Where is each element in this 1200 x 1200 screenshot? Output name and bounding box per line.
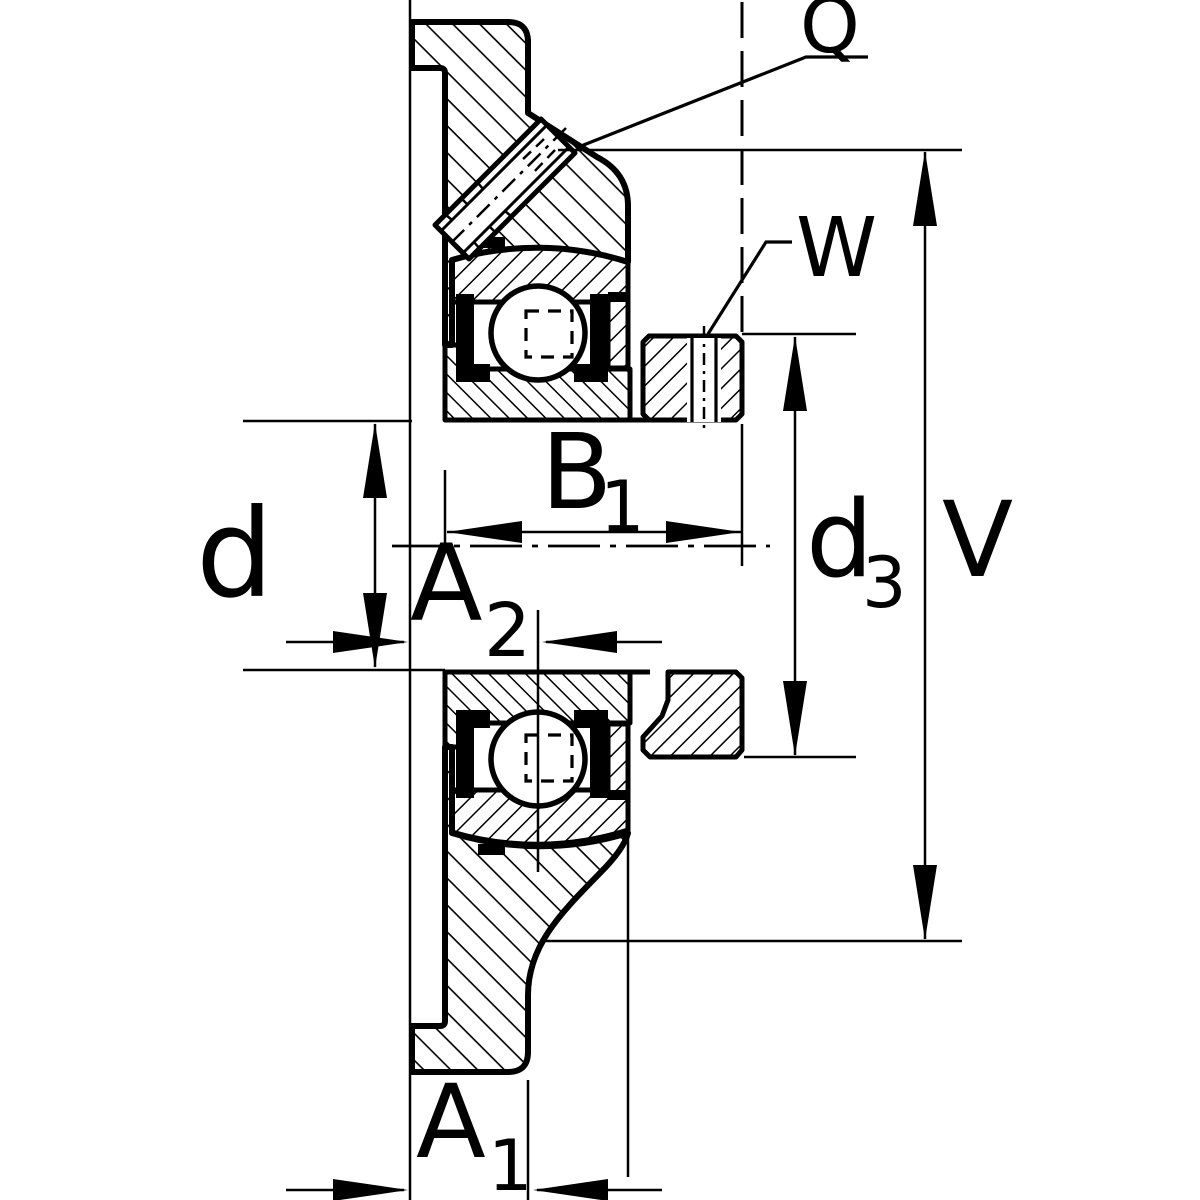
b1-arrowhead-right [666,521,741,543]
d3-arrowhead-up [783,336,807,411]
dimension-d3: d 3 [742,332,907,759]
grub-screw-socket-dash-1 [531,149,556,175]
ball-top [488,283,588,383]
ball-hidden-square-top [524,309,574,359]
seal-lip-top-right [574,364,590,382]
set-screw-bore-w [687,326,721,430]
a2-arrowhead-right [542,631,617,653]
dimension-a2: A 2 [286,522,662,872]
seal-strip-bottom [608,790,629,800]
seal-bottom-right [590,710,608,798]
a1-arrowhead-right [533,1179,608,1200]
seal-lip-bottom-right [574,710,590,728]
collar-bottom-section [640,669,745,760]
label-a2-sub: 2 [484,588,531,674]
label-a2: A [410,522,483,645]
b1-arrowhead-left [447,521,522,543]
grub-screw-q [432,116,578,262]
dimension-a1: A 1 [286,838,662,1200]
d-arrowhead-down [363,593,387,668]
dimension-b1: B 1 [443,411,744,566]
w-leader-line [706,240,792,335]
v-arrowhead-down [913,865,937,940]
label-v: V [942,479,1013,601]
a1-arrowhead-left [333,1179,408,1200]
dimension-d: d [196,419,445,672]
grub-screw-axis-centerline [443,127,567,251]
label-b1: B [541,411,612,533]
d-arrowhead-up [363,423,387,498]
label-b1-sub: 1 [600,466,645,548]
ball-hidden-square-bottom [524,733,574,783]
label-d3: d [806,478,873,601]
a2-arrowhead-left [333,631,408,653]
label-a1: A [416,1063,486,1182]
eccentric-locking-collar [640,326,745,760]
seal-lip-bottom-left [474,710,490,728]
seal-top-right [590,294,608,382]
seal-strip-top [608,292,629,302]
housing-flange-bottom-section [409,744,631,1075]
bearing-seals [456,237,629,855]
label-d: d [196,483,273,625]
grub-screw-socket-dash-2 [519,138,545,163]
v-arrowhead-up [913,151,937,226]
callout-q: Q [575,0,868,150]
label-q: Q [800,0,860,70]
seal-lip-top-left [474,364,490,382]
seal-bottom-left [456,710,474,798]
lube-notch-top [478,237,505,248]
label-d3-sub: 3 [862,542,907,624]
grub-screw-thread-line-2 [439,123,549,233]
dimension-v: V [545,148,1013,943]
seal-top-left [456,294,474,382]
d3-arrowhead-down [783,681,807,756]
lube-notch-bottom [478,844,505,855]
label-a1-sub: 1 [488,1125,533,1200]
grub-screw-thread-line-1 [461,145,571,255]
grub-screw-thread-ticks [445,182,512,249]
callout-w: W [706,201,877,335]
label-w: W [796,201,877,296]
q-leader-line [575,55,868,150]
